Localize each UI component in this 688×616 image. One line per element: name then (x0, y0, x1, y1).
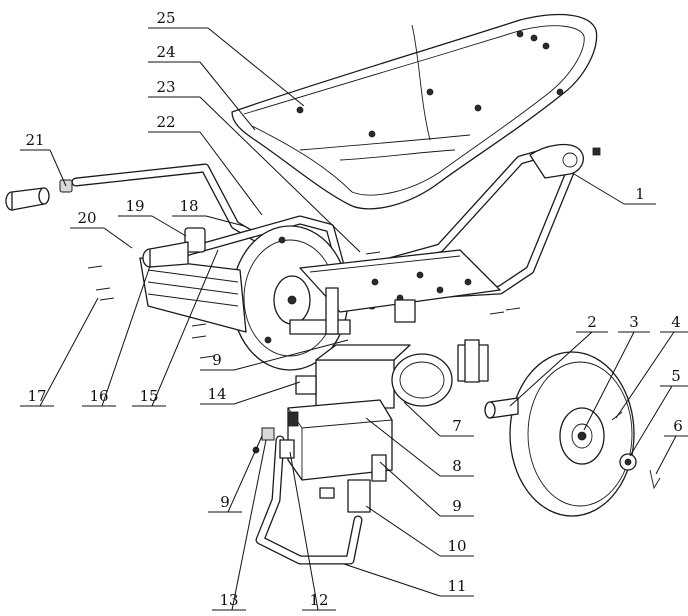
callout-20: 20 (77, 209, 96, 227)
stand-tube (255, 435, 363, 565)
callout-21: 21 (25, 131, 44, 149)
callout-9-upper: 9 (212, 351, 222, 369)
callouts: 25 24 23 22 21 20 19 18 17 16 (20, 9, 688, 611)
callout-17: 17 (27, 387, 46, 405)
callout-22: 22 (156, 113, 175, 131)
callout-8: 8 (452, 457, 462, 475)
callout-6: 6 (673, 417, 683, 435)
front-bracket (529, 143, 601, 179)
callout-3: 3 (629, 313, 639, 331)
side-plate (139, 227, 247, 333)
callout-25: 25 (156, 9, 175, 27)
fasteners (87, 251, 521, 359)
callout-9-right: 9 (452, 497, 462, 515)
callout-12: 12 (309, 591, 328, 609)
callout-11: 11 (447, 577, 466, 595)
callout-2: 2 (587, 313, 597, 331)
handle-grip (5, 179, 73, 211)
motor (295, 339, 489, 409)
callout-19: 19 (125, 197, 144, 215)
callout-18: 18 (179, 197, 198, 215)
callout-24: 24 (156, 43, 175, 61)
callout-1: 1 (635, 185, 645, 203)
callout-23: 23 (156, 78, 175, 96)
callout-14: 14 (207, 385, 226, 403)
front-wheel (484, 351, 661, 517)
callout-16: 16 (89, 387, 108, 405)
chassis-frame (289, 249, 501, 335)
callout-10: 10 (447, 537, 466, 555)
callout-9-left: 9 (220, 493, 230, 511)
callout-4: 4 (671, 313, 681, 331)
tray (231, 13, 598, 210)
callout-15: 15 (139, 387, 158, 405)
callout-7: 7 (452, 417, 462, 435)
callout-5: 5 (671, 367, 681, 385)
callout-13: 13 (219, 591, 238, 609)
battery-box (287, 399, 393, 513)
